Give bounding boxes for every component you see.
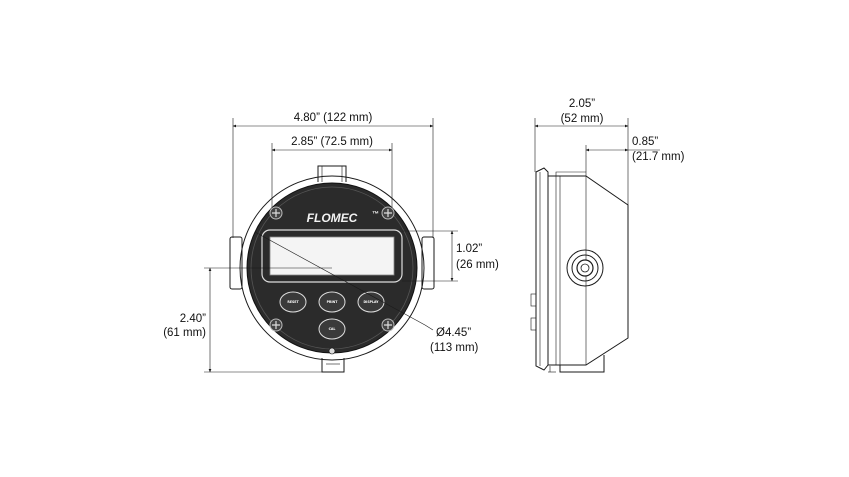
screw-icon bbox=[381, 318, 395, 332]
screw-icon bbox=[269, 206, 283, 220]
overall-width-label: 4.80” (122 mm) bbox=[294, 112, 373, 124]
svg-text:CAL: CAL bbox=[329, 327, 336, 331]
diameter-leader bbox=[254, 231, 426, 326]
side-view bbox=[530, 167, 629, 373]
lip-label: 0.85” bbox=[632, 136, 658, 148]
brand-logo: FLOMEC bbox=[307, 211, 358, 225]
display-height-metric: (26 mm) bbox=[456, 259, 499, 271]
side-flange bbox=[535, 167, 549, 371]
bottom-tab bbox=[321, 358, 345, 373]
print-button-icon: PRINT bbox=[318, 291, 346, 313]
display-height-label: 1.02” bbox=[456, 243, 482, 255]
inner-width-label: 2.85” (72.5 mm) bbox=[291, 136, 373, 148]
svg-text:PRINT: PRINT bbox=[327, 300, 339, 304]
reset-button-icon: RESET bbox=[279, 291, 307, 313]
diameter-label: Ø4.45” bbox=[436, 327, 471, 339]
side-foot bbox=[559, 355, 605, 373]
right-port bbox=[421, 236, 435, 290]
screw-icon bbox=[381, 206, 395, 220]
trademark-mark: ™ bbox=[372, 211, 379, 218]
side-body bbox=[548, 175, 629, 366]
depth-label: 2.05” bbox=[569, 98, 595, 110]
diameter-metric: (113 mm) bbox=[430, 342, 479, 354]
display-button-icon: DISPLAY bbox=[357, 291, 385, 313]
center-height-metric: (61 mm) bbox=[163, 327, 206, 339]
lcd-screen bbox=[269, 236, 395, 276]
screw-icon bbox=[269, 318, 283, 332]
front-dimensions: 4.80” (122 mm) 2.85” (72.5 mm) 1.02” (26… bbox=[163, 112, 499, 373]
center-height-label: 2.40” bbox=[180, 313, 206, 325]
lip-metric: (21.7 mm) bbox=[632, 151, 685, 163]
top-tab bbox=[317, 165, 347, 182]
cable-port-icon bbox=[566, 249, 604, 287]
svg-text:DISPLAY: DISPLAY bbox=[364, 300, 380, 304]
calibrate-button-icon: CAL bbox=[318, 318, 346, 340]
side-dimensions: 2.05” (52 mm) 0.85” (21.7 mm) bbox=[534, 98, 685, 205]
svg-text:RESET: RESET bbox=[287, 300, 299, 304]
front-view: FLOMEC ™ RESET PRINT DISPLAY CAL bbox=[229, 165, 435, 373]
left-port bbox=[229, 236, 243, 290]
depth-metric: (52 mm) bbox=[561, 113, 604, 125]
